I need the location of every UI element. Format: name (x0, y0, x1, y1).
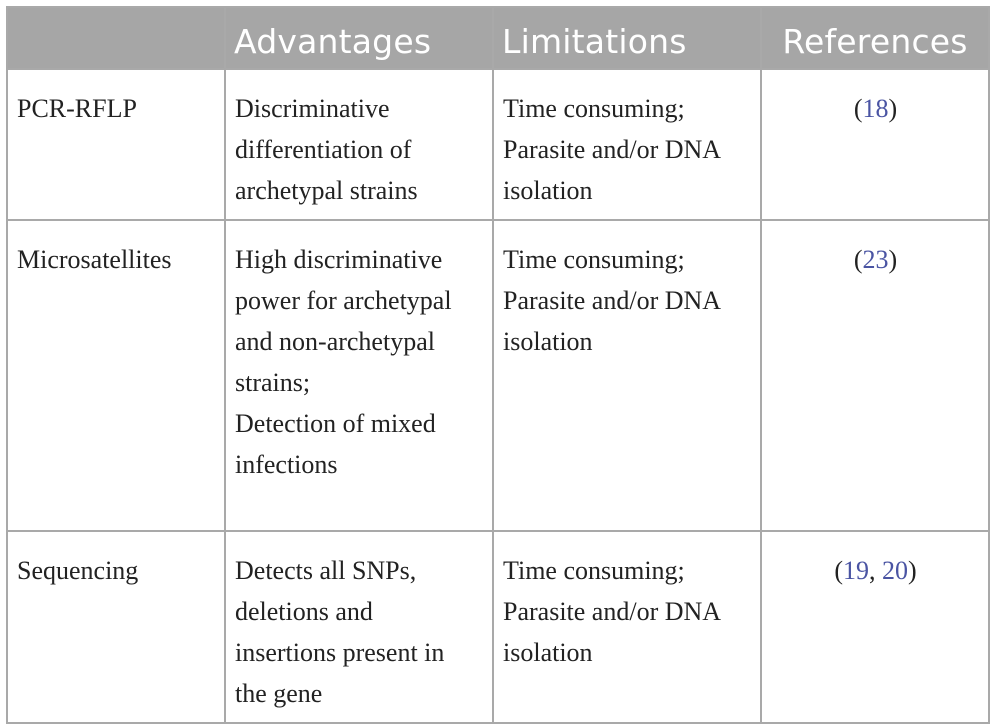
limitations-line: Parasite and/or DNA (503, 135, 722, 164)
limitations-line: isolation (503, 327, 593, 356)
reference-link[interactable]: 23 (862, 245, 889, 274)
method-cell: PCR-RFLP (6, 68, 226, 221)
table-row: Microsatellites High discriminative powe… (6, 219, 990, 532)
advantages-line: and non-archetypal (235, 327, 435, 356)
limitations-line: Parasite and/or DNA (503, 597, 722, 626)
advantages-cell: Detects all SNPs, deletions and insertio… (224, 530, 494, 724)
advantages-line: differentiation of (235, 135, 412, 164)
advantages-line: infections (235, 450, 338, 479)
header-cell-references: References (760, 6, 990, 70)
method-cell: Sequencing (6, 530, 226, 724)
references-cell: (18) (760, 68, 990, 221)
references-cell: (23) (760, 219, 990, 532)
limitations-cell: Time consuming; Parasite and/or DNA isol… (492, 68, 762, 221)
reference-link[interactable]: 19 (843, 556, 869, 585)
advantages-line: strains; (235, 368, 311, 397)
table-row: PCR-RFLP Discriminative differentiation … (6, 68, 990, 221)
reference-link[interactable]: 20 (882, 556, 908, 585)
advantages-line: deletions and (235, 597, 373, 626)
advantages-line: Detection of mixed (235, 409, 436, 438)
limitations-line: Time consuming; (503, 94, 685, 123)
comparison-table: Advantages Limitations References PCR-RF… (6, 6, 990, 724)
advantages-line: Discriminative (235, 94, 390, 123)
limitations-cell: Time consuming; Parasite and/or DNA isol… (492, 219, 762, 532)
comparison-table-container: Advantages Limitations References PCR-RF… (6, 6, 990, 724)
limitations-line: isolation (503, 176, 593, 205)
header-cell-limitations: Limitations (492, 6, 762, 70)
limitations-line: Time consuming; (503, 556, 685, 585)
advantages-line: the gene (235, 679, 323, 708)
table-header-row: Advantages Limitations References (6, 6, 990, 70)
limitations-line: isolation (503, 638, 593, 667)
reference-link[interactable]: 18 (862, 94, 889, 123)
advantages-line: power for archetypal (235, 286, 452, 315)
limitations-line: Parasite and/or DNA (503, 286, 722, 315)
advantages-cell: Discriminative differentiation of archet… (224, 68, 494, 221)
header-cell-method (6, 6, 226, 70)
advantages-line: archetypal strains (235, 176, 418, 205)
advantages-line: insertions present in (235, 638, 445, 667)
advantages-line: High discriminative (235, 245, 443, 274)
advantages-line: Detects all SNPs, (235, 556, 417, 585)
header-cell-advantages: Advantages (224, 6, 494, 70)
limitations-cell: Time consuming; Parasite and/or DNA isol… (492, 530, 762, 724)
references-cell: (19, 20) (760, 530, 990, 724)
limitations-line: Time consuming; (503, 245, 685, 274)
advantages-cell: High discriminative power for archetypal… (224, 219, 494, 532)
table-row: Sequencing Detects all SNPs, deletions a… (6, 530, 990, 724)
method-cell: Microsatellites (6, 219, 226, 532)
